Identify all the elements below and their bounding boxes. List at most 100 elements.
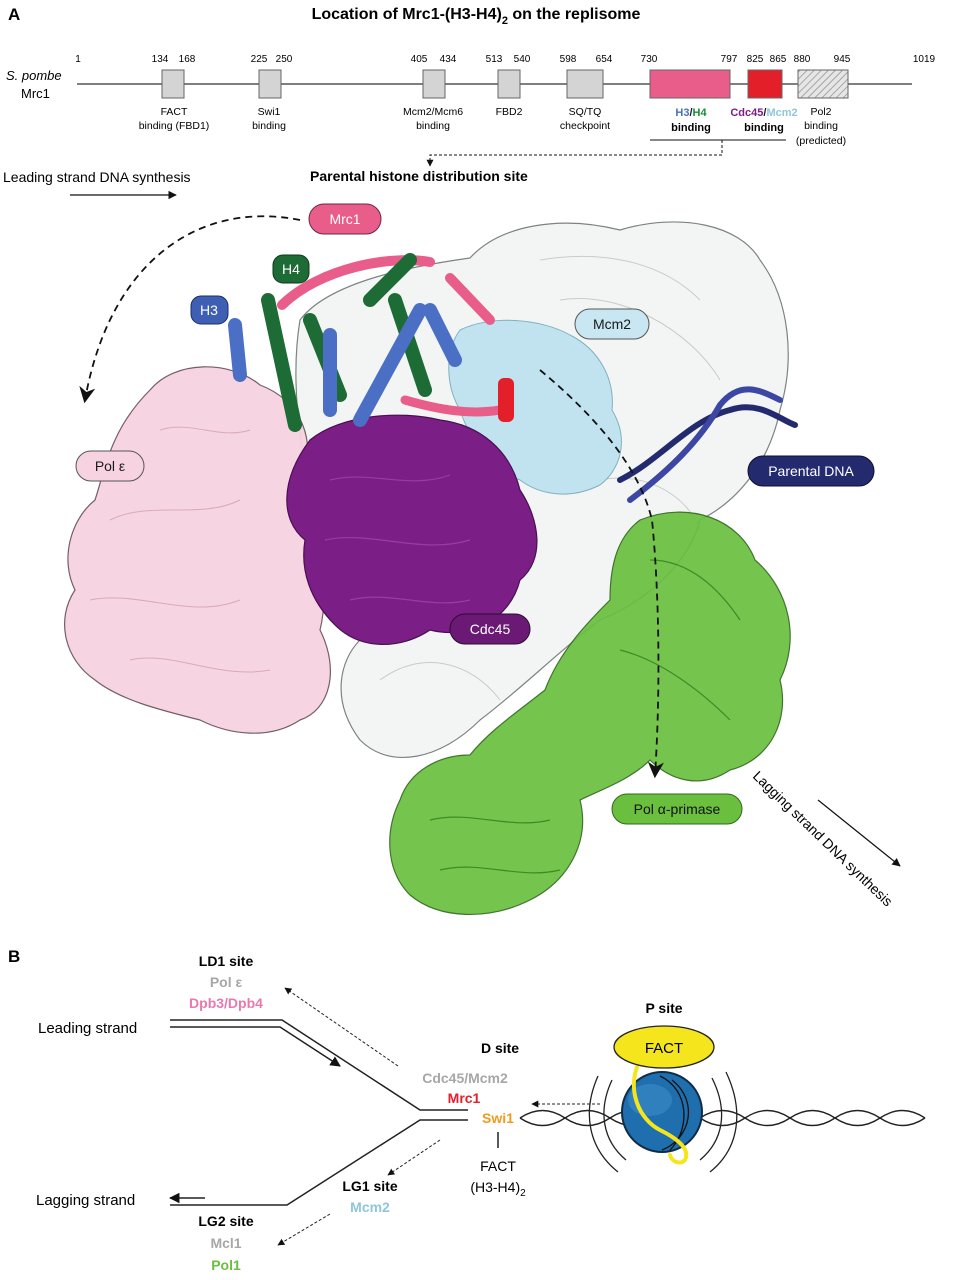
slash: / <box>689 107 692 119</box>
tick-label: 225 <box>251 54 268 65</box>
lg2-site-label: LG2 site <box>198 1213 253 1229</box>
domain-label: checkpoint <box>560 120 610 132</box>
tick-label: 865 <box>770 54 787 65</box>
leading-synthesis-label: Leading strand DNA synthesis <box>3 169 191 185</box>
domain-swi1-binding <box>258 69 282 99</box>
tick-label: 513 <box>486 54 503 65</box>
h3h4-title: H3/H4 <box>675 107 707 119</box>
parental-duplex-strand <box>519 1109 926 1127</box>
swi1-label: Swi1 <box>482 1110 514 1126</box>
ld1-site-label: LD1 site <box>199 953 254 969</box>
label-pol-alpha: Pol α-primase <box>611 793 743 825</box>
leading-strand-line <box>170 1019 468 1111</box>
fact-ellipse <box>613 1025 715 1069</box>
motion-arc <box>709 1071 738 1173</box>
cdc45-surface <box>286 414 538 646</box>
tick-label: 405 <box>411 54 428 65</box>
tick-label: 825 <box>747 54 764 65</box>
domain-mcm-binding <box>422 69 446 99</box>
tick-label: 598 <box>560 54 577 65</box>
leading-parental-arrow <box>79 215 301 404</box>
mcm2-word: Mcm2 <box>766 107 797 119</box>
tick-label: 1019 <box>913 54 936 65</box>
label-mcm2-box <box>574 308 650 340</box>
domain-fbd2 <box>497 69 521 99</box>
tick-label: 434 <box>440 54 457 65</box>
label-pol-epsilon-text: Pol ε <box>95 458 125 474</box>
label-pol-alpha-box <box>611 793 743 825</box>
lg1-site-label: LG1 site <box>342 1178 397 1194</box>
label-cdc45: Cdc45 <box>449 613 531 645</box>
tick-label: 540 <box>514 54 531 65</box>
pol-epsilon-texture <box>89 426 271 673</box>
replisome-structure: Mrc1 H4 H3 Mcm2 Pol ε Parental DNA Cdc45 <box>64 203 875 915</box>
ld1-pol-epsilon: Pol ε <box>210 974 243 990</box>
title-tail: on the replisome <box>508 6 641 23</box>
motion-arc <box>603 1079 627 1161</box>
label-h3-text: H3 <box>200 302 218 318</box>
domain-labels: FACT binding (FBD1) Swi1 binding Mcm2/Mc… <box>139 106 846 147</box>
cdc-title: Cdc45/Mcm2 <box>730 107 797 119</box>
h3h4-binding-label: H3/H4 binding <box>671 107 711 134</box>
label-parental-dna: Parental DNA <box>747 455 875 487</box>
ld1-dpb: Dpb3/Dpb4 <box>189 995 263 1011</box>
ld1-arrow <box>284 987 399 1067</box>
tick-label: 134 <box>152 54 169 65</box>
fact-label: FACT <box>480 1158 516 1174</box>
domain-label: binding <box>416 120 450 132</box>
tick-label: 880 <box>794 54 811 65</box>
h3-helix <box>228 318 247 382</box>
tick-label: 168 <box>179 54 196 65</box>
label-h3-box <box>190 295 229 325</box>
tick-label: 250 <box>276 54 293 65</box>
label-h4-text: H4 <box>282 261 300 277</box>
mrc1-red-helix <box>498 378 514 422</box>
lagging-strand-label: Lagging strand <box>36 1192 135 1209</box>
domain-label: binding <box>252 120 286 132</box>
h4-helix <box>261 293 302 432</box>
tick-label: 1 <box>75 54 81 65</box>
tick-label: 797 <box>721 54 738 65</box>
cdc45-texture <box>324 474 471 604</box>
cdc-binding-label: Cdc45/Mcm2 binding <box>730 107 797 134</box>
domain-label: Swi1 <box>258 106 281 118</box>
h3h4-main: (H3-H4) <box>470 1179 520 1195</box>
p-site-nucleosome: FACT <box>588 1025 738 1173</box>
lagging-parental-arrow <box>539 369 664 779</box>
lg2-mcl1-label: Mcl1 <box>210 1235 241 1251</box>
h4-word: H4 <box>693 107 708 119</box>
mrc1-ribbon-lower <box>400 395 505 417</box>
title-subscript: 2 <box>502 15 508 27</box>
cdc-mcm-label: Cdc45/Mcm2 <box>422 1070 508 1086</box>
label-cdc45-box <box>449 613 531 645</box>
protein-label: Mrc1 <box>21 86 50 101</box>
lg1-mcm2-label: Mcm2 <box>350 1199 390 1215</box>
label-mrc1: Mrc1 <box>308 203 382 235</box>
parental-dna-strand <box>627 386 783 503</box>
leading-strand-nascent <box>170 1026 341 1067</box>
parental-duplex-strand <box>519 1109 926 1127</box>
parental-dna-strand <box>617 404 798 483</box>
label-parental-dna-box <box>747 455 875 487</box>
mrc1-label: Mrc1 <box>448 1090 481 1106</box>
label-mcm2-text: Mcm2 <box>593 316 631 332</box>
h3-helix <box>353 303 427 427</box>
motion-arc <box>588 1075 619 1173</box>
label-h4: H4 <box>272 254 310 284</box>
lagging-synthesis-arrow <box>817 799 901 867</box>
h3-helix <box>423 303 462 367</box>
h4-helix <box>363 253 417 307</box>
tick-labels: 1 134 168 225 250 405 434 513 540 598 65… <box>75 54 935 65</box>
lagging-synthesis-label: Lagging strand DNA synthesis <box>750 768 896 910</box>
title-main: Location of Mrc1-(H3-H4) <box>312 6 502 23</box>
lg2-arrow <box>277 1213 331 1246</box>
lg1-arrow <box>387 1139 441 1176</box>
lg2-pol1-label: Pol1 <box>211 1257 241 1273</box>
p-fact-label: FACT <box>645 1040 683 1057</box>
cdc45-word: Cdc45 <box>730 107 763 119</box>
domain-label: binding (FBD1) <box>139 120 210 132</box>
h3h4-subscript: 2 <box>520 1188 526 1199</box>
domain-fact-binding <box>161 69 185 99</box>
domain-label: FACT <box>161 106 188 118</box>
